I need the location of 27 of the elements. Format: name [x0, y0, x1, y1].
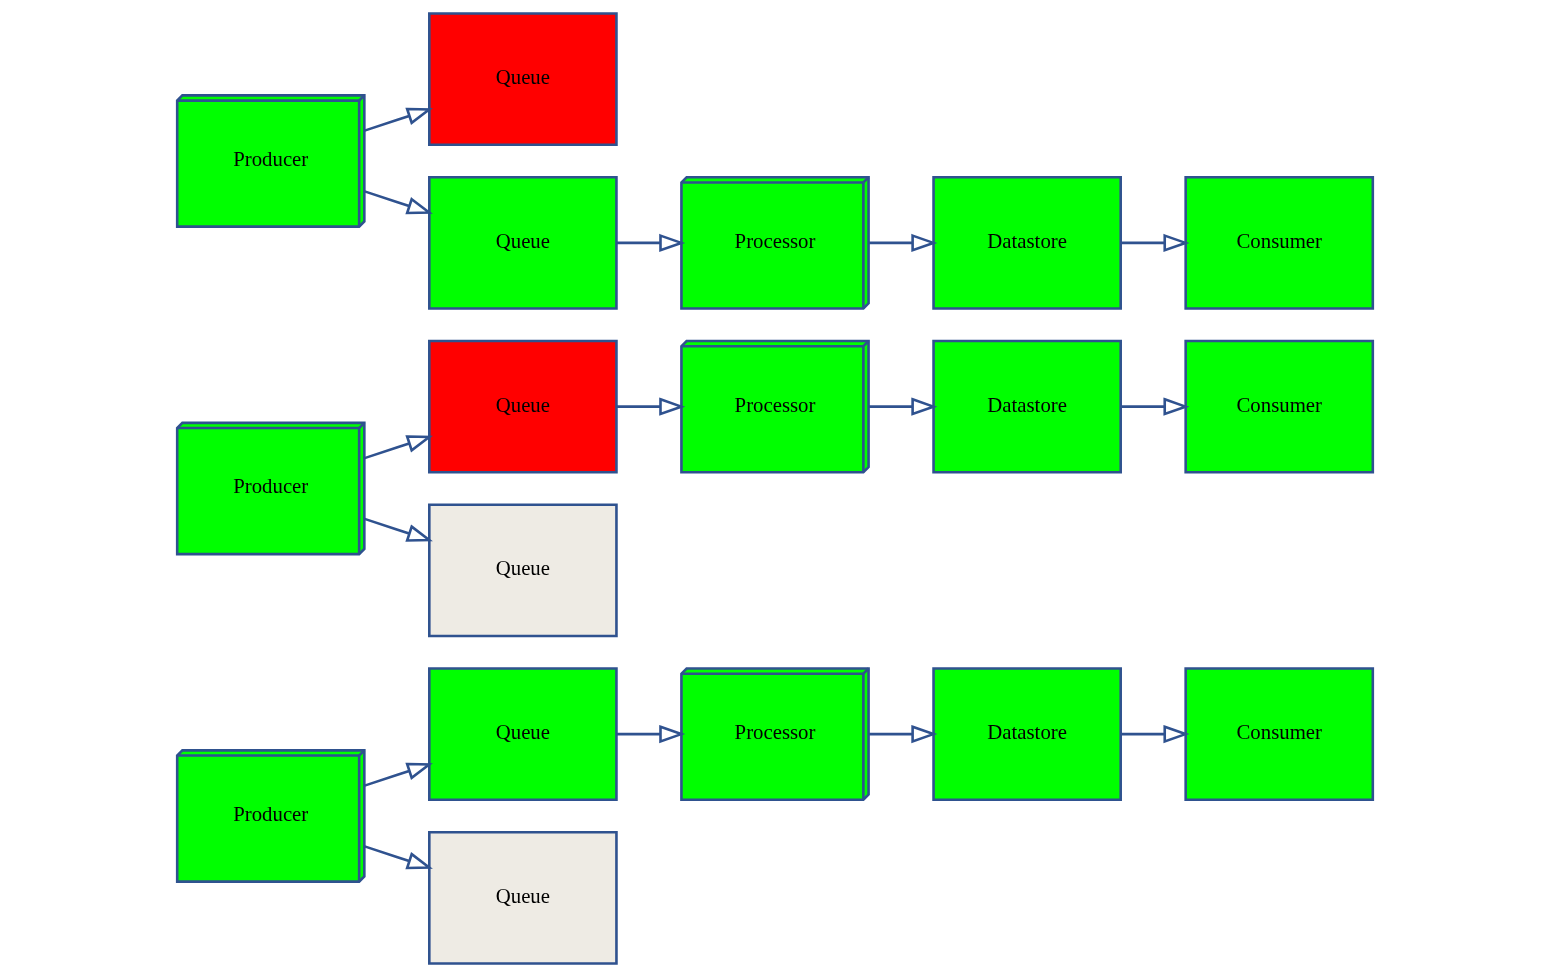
arrow	[363, 845, 433, 870]
node-box: Queue	[427, 175, 618, 310]
arrow	[1120, 397, 1189, 416]
arrow	[616, 233, 685, 252]
arrow	[1120, 233, 1189, 252]
arrow	[363, 435, 433, 460]
arrow	[363, 762, 433, 787]
arrow	[363, 107, 433, 132]
node-box: Queue	[427, 12, 618, 147]
arrow	[868, 725, 937, 744]
arrow	[1120, 725, 1189, 744]
node-box: Queue	[427, 830, 618, 965]
node-box: Queue	[427, 503, 618, 638]
arrow	[363, 190, 433, 215]
node-box: Consumer	[1183, 175, 1374, 310]
node-box: Queue	[427, 339, 618, 474]
node-box: Datastore	[931, 175, 1122, 310]
arrow	[868, 397, 937, 416]
node-box: Datastore	[931, 667, 1122, 802]
arrow	[616, 397, 685, 416]
node-box: Queue	[427, 667, 618, 802]
node-box: Datastore	[931, 339, 1122, 474]
node-box: Consumer	[1183, 339, 1374, 474]
arrow	[363, 517, 433, 542]
arrow	[616, 725, 685, 744]
node-box: Consumer	[1183, 667, 1374, 802]
arrow	[868, 233, 937, 252]
